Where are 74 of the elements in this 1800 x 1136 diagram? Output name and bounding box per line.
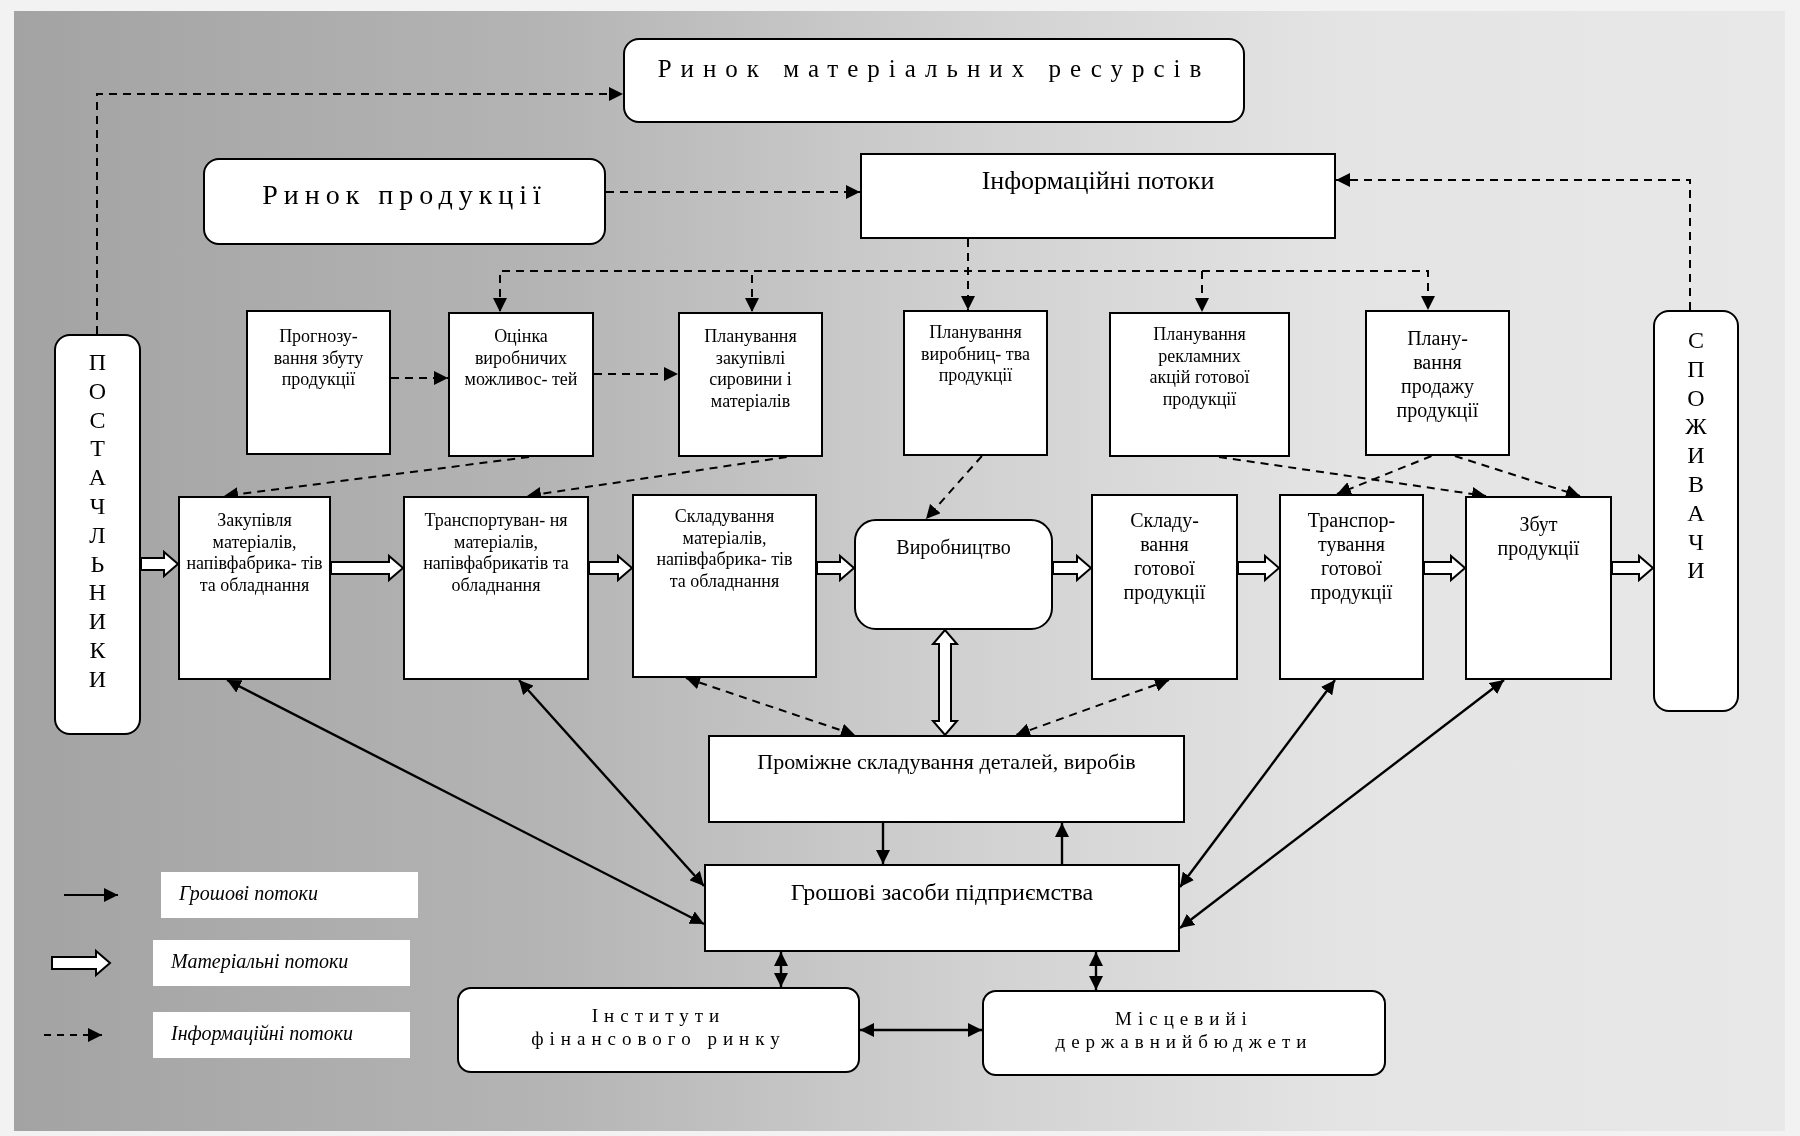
money-flow-arrow — [1179, 679, 1336, 888]
box-label: Грошові засоби підприємства — [789, 878, 1095, 907]
planning-box — [246, 310, 391, 455]
info-flow-arrow — [1335, 173, 1691, 311]
box-label: Транспор- тування готової продукції — [1306, 508, 1397, 604]
planning-box — [448, 312, 594, 457]
box-label: Ринок матеріальних ресурсів — [656, 54, 1212, 84]
process-box — [632, 494, 817, 678]
money-flow-arrow — [1055, 823, 1069, 864]
info-box — [860, 153, 1336, 239]
process-box — [1091, 494, 1238, 680]
money-flow-arrow — [876, 823, 890, 864]
info-flow-arrow — [1336, 455, 1433, 496]
planning-box — [1109, 312, 1290, 457]
market-box — [203, 158, 606, 245]
box-label: Транспортуван- ня матеріалів, напівфабрикатів та обладнання — [423, 510, 569, 597]
box-label: Плану- вання продажу продукції — [1395, 326, 1480, 422]
planning-box — [1365, 310, 1510, 456]
planning-box — [678, 312, 823, 457]
material-flow-arrow — [816, 553, 856, 583]
info-flow-arrow — [593, 367, 679, 381]
material-flow-arrow — [330, 553, 405, 583]
box-label: Планування закупівлі сировини і матеріалів — [703, 326, 798, 413]
material-flow-arrow — [1423, 553, 1467, 583]
money-flow-arrow — [860, 1023, 982, 1037]
material-flow-arrow — [1611, 553, 1655, 583]
material-flow-arrow — [930, 628, 960, 737]
process-box — [1465, 496, 1612, 680]
legend-label: Інформаційні потоки — [153, 1012, 410, 1058]
box-label: Оцінка виробничих можливос- тей — [463, 326, 579, 391]
box-label: Складу- вання готової продукції — [1122, 508, 1207, 604]
participant-box — [1653, 310, 1739, 712]
budget-box — [982, 990, 1386, 1076]
box-label: Місцевийі державнийбюджети — [1054, 1008, 1314, 1054]
box-label: Збут продукції — [1497, 512, 1580, 560]
legend-label: Матеріальні потоки — [153, 940, 410, 986]
money-flow-arrow — [1179, 679, 1505, 929]
institution-box — [457, 987, 860, 1073]
money-flow-arrow — [1089, 952, 1103, 990]
vertical-label: ПОСТАЧЛЬНИКИ — [87, 348, 108, 694]
info-flow-arrow — [605, 185, 861, 199]
planning-box — [903, 310, 1048, 456]
material-flow-arrow — [1052, 553, 1093, 583]
box-label: Ринок продукції — [261, 178, 548, 212]
process-box — [1279, 494, 1424, 680]
box-label: Проміжне складування деталей, виробів — [756, 749, 1137, 776]
box-label: Інформаційні потоки — [980, 165, 1216, 197]
info-flow-arrow — [1015, 678, 1170, 737]
info-flow-arrow — [1453, 455, 1581, 499]
box-label: Планування рекламних акцій готової продукції — [1148, 324, 1251, 411]
material-flow-arrow — [140, 549, 180, 579]
info-flow-arrow — [925, 455, 983, 520]
vertical-label: СПОЖИВАЧИ — [1684, 326, 1708, 586]
box-label: Виробництво — [895, 535, 1012, 559]
process-box — [403, 496, 589, 680]
money-flow-arrow — [518, 679, 705, 887]
box-label: Складування матеріалів, напівфабрика- тів та обладнання — [655, 506, 794, 593]
participant-box — [54, 334, 141, 735]
money-flow-arrow — [226, 678, 705, 926]
material-flow-arrow — [1237, 553, 1281, 583]
box-label: Планування виробниц- тва продукції — [921, 322, 1030, 387]
box-label: Прогнозу- вання збуту продукції — [272, 326, 365, 391]
material-flow-arrow — [588, 553, 634, 583]
market-box — [623, 38, 1245, 123]
storage-box — [708, 735, 1185, 823]
process-box — [854, 519, 1053, 630]
info-flow-arrow — [96, 87, 624, 335]
finance-box — [704, 864, 1180, 952]
box-label: Закупівля матеріалів, напівфабрика- тів та обладнання — [186, 510, 323, 597]
legend-label: Грошові потоки — [161, 872, 418, 918]
process-box — [178, 496, 331, 680]
money-flow-arrow — [774, 952, 788, 987]
box-label: Інститути фінансового ринку — [530, 1005, 787, 1051]
info-flow-arrow — [390, 371, 449, 385]
